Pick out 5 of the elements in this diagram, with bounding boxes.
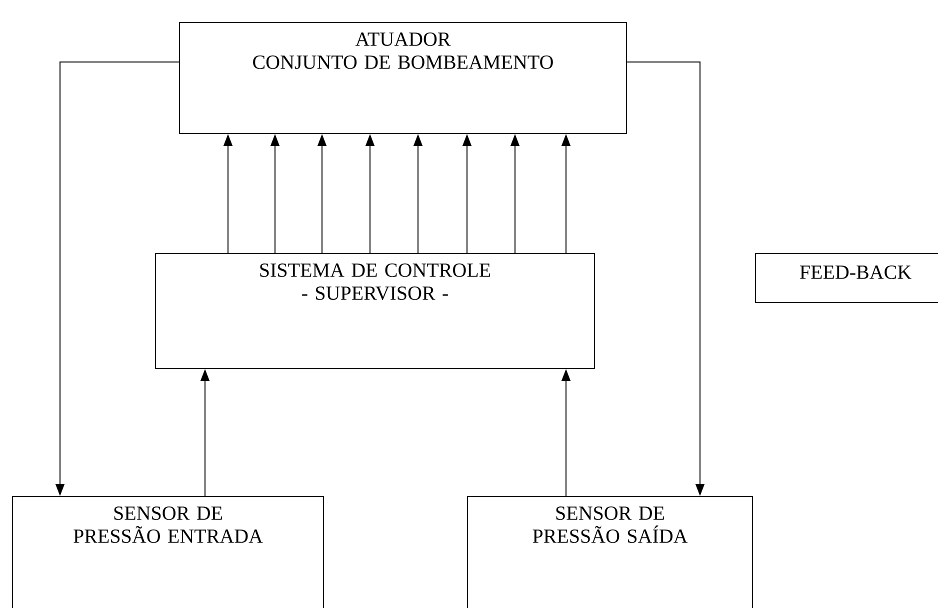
process-box: SISTEMA DE CONTROLE - SUPERVISOR - bbox=[155, 253, 595, 369]
process-box: SENSOR DE PRESSÃO SAÍDA bbox=[467, 496, 753, 608]
process-box: ATUADOR CONJUNTO DE BOMBEAMENTO bbox=[179, 22, 627, 134]
process-box: FEED-BACK bbox=[755, 253, 938, 303]
process-box: SENSOR DE PRESSÃO ENTRADA bbox=[12, 496, 324, 608]
